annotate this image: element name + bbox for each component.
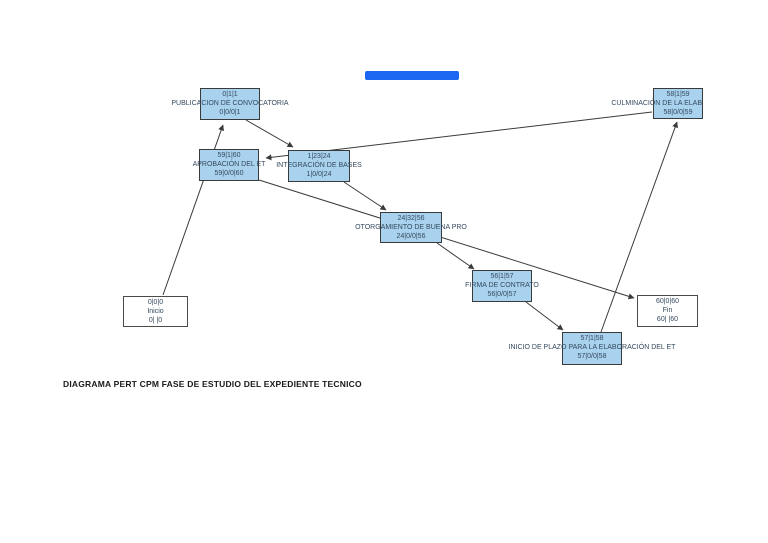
node-otorgamiento-de-buena-pro: 24|32|56 OTORGAMIENTO DE BUENA PRO 24|0/… (355, 212, 467, 243)
node-fin: 60|0|60 Fin 60| |60 (637, 295, 698, 327)
node-early-times: 0|0|0 (147, 299, 164, 306)
node-integracion-de-bases: 1|23|24 INTEGRACIÓN DE BASES 1|0/0|24 (276, 150, 362, 182)
node-firma-de-contrato: 56|1|57 FIRMA DE CONTRATO 56|0/0|57 (465, 270, 539, 302)
node-label: INICIO DE PLAZO PARA LA ELABORACIÓN DEL … (508, 344, 676, 351)
node-box (123, 296, 188, 327)
node-early-times: 60|0|60 (655, 298, 680, 305)
node-box (562, 332, 622, 365)
node-publicacion-de-convocatoria: 0|1|1 PUBLICACION DE CONVOCATORIA 0|0/0|… (171, 88, 289, 120)
node-box (653, 88, 703, 119)
node-label: FIRMA DE CONTRATO (465, 282, 539, 289)
node-label: CULMINACIÓN DE LA ELAB (611, 100, 702, 107)
node-early-times: 24|32|56 (397, 215, 425, 222)
node-late-times: 60| |60 (656, 316, 679, 323)
node-early-times: 1|23|24 (307, 153, 331, 160)
node-inicio-de-plazo-elaboracion-et: 57|1|58 INICIO DE PLAZO PARA LA ELABORAC… (509, 332, 675, 365)
node-culminacion-de-la-elaboracion: 58|1|59 CULMINACIÓN DE LA ELAB 58|0/0|59 (611, 88, 703, 119)
node-early-times: 0|1|1 (222, 91, 238, 98)
node-label: PUBLICACION DE CONVOCATORIA (171, 100, 289, 107)
node-late-times: 1|0/0|24 (306, 171, 332, 178)
node-label: OTORGAMIENTO DE BUENA PRO (355, 224, 467, 231)
highlighted-title-bar (365, 71, 459, 80)
diagram-caption: DIAGRAMA PERT CPM FASE DE ESTUDIO DEL EX… (63, 379, 362, 389)
node-early-times: 58|1|59 (666, 91, 690, 98)
edge-integracion-otorgamiento (343, 181, 387, 211)
node-early-times: 59|1|60 (217, 152, 241, 159)
edge-publicacion-integracion (245, 119, 294, 148)
node-early-times: 57|1|58 (580, 335, 604, 342)
edge-aprobacion-fin (258, 179, 635, 300)
edge-firma-inicioplazo (525, 301, 564, 331)
node-late-times: 0| |0 (148, 317, 163, 324)
node-label: APROBACIÓN DEL ET (192, 161, 266, 168)
node-inicio: 0|0|0 Inicio 0| |0 (123, 296, 188, 327)
node-late-times: 58|0/0|59 (663, 109, 693, 116)
node-aprobacion-del-et: 59|1|60 APROBACIÓN DEL ET 59|0/0|60 (193, 149, 265, 181)
node-box (200, 88, 260, 120)
node-late-times: 56|0/0|57 (487, 291, 517, 298)
node-late-times: 0|0/0|1 (219, 109, 241, 116)
node-early-times: 56|1|57 (490, 273, 514, 280)
node-label: Inicio (147, 308, 164, 315)
node-late-times: 24|0/0|56 (396, 233, 426, 240)
node-label: INTEGRACIÓN DE BASES (276, 162, 362, 169)
node-late-times: 59|0/0|60 (214, 170, 244, 177)
node-label: Fin (662, 307, 673, 314)
node-late-times: 57|0/0|58 (577, 353, 607, 360)
edge-otorgamiento-firma (436, 242, 475, 270)
